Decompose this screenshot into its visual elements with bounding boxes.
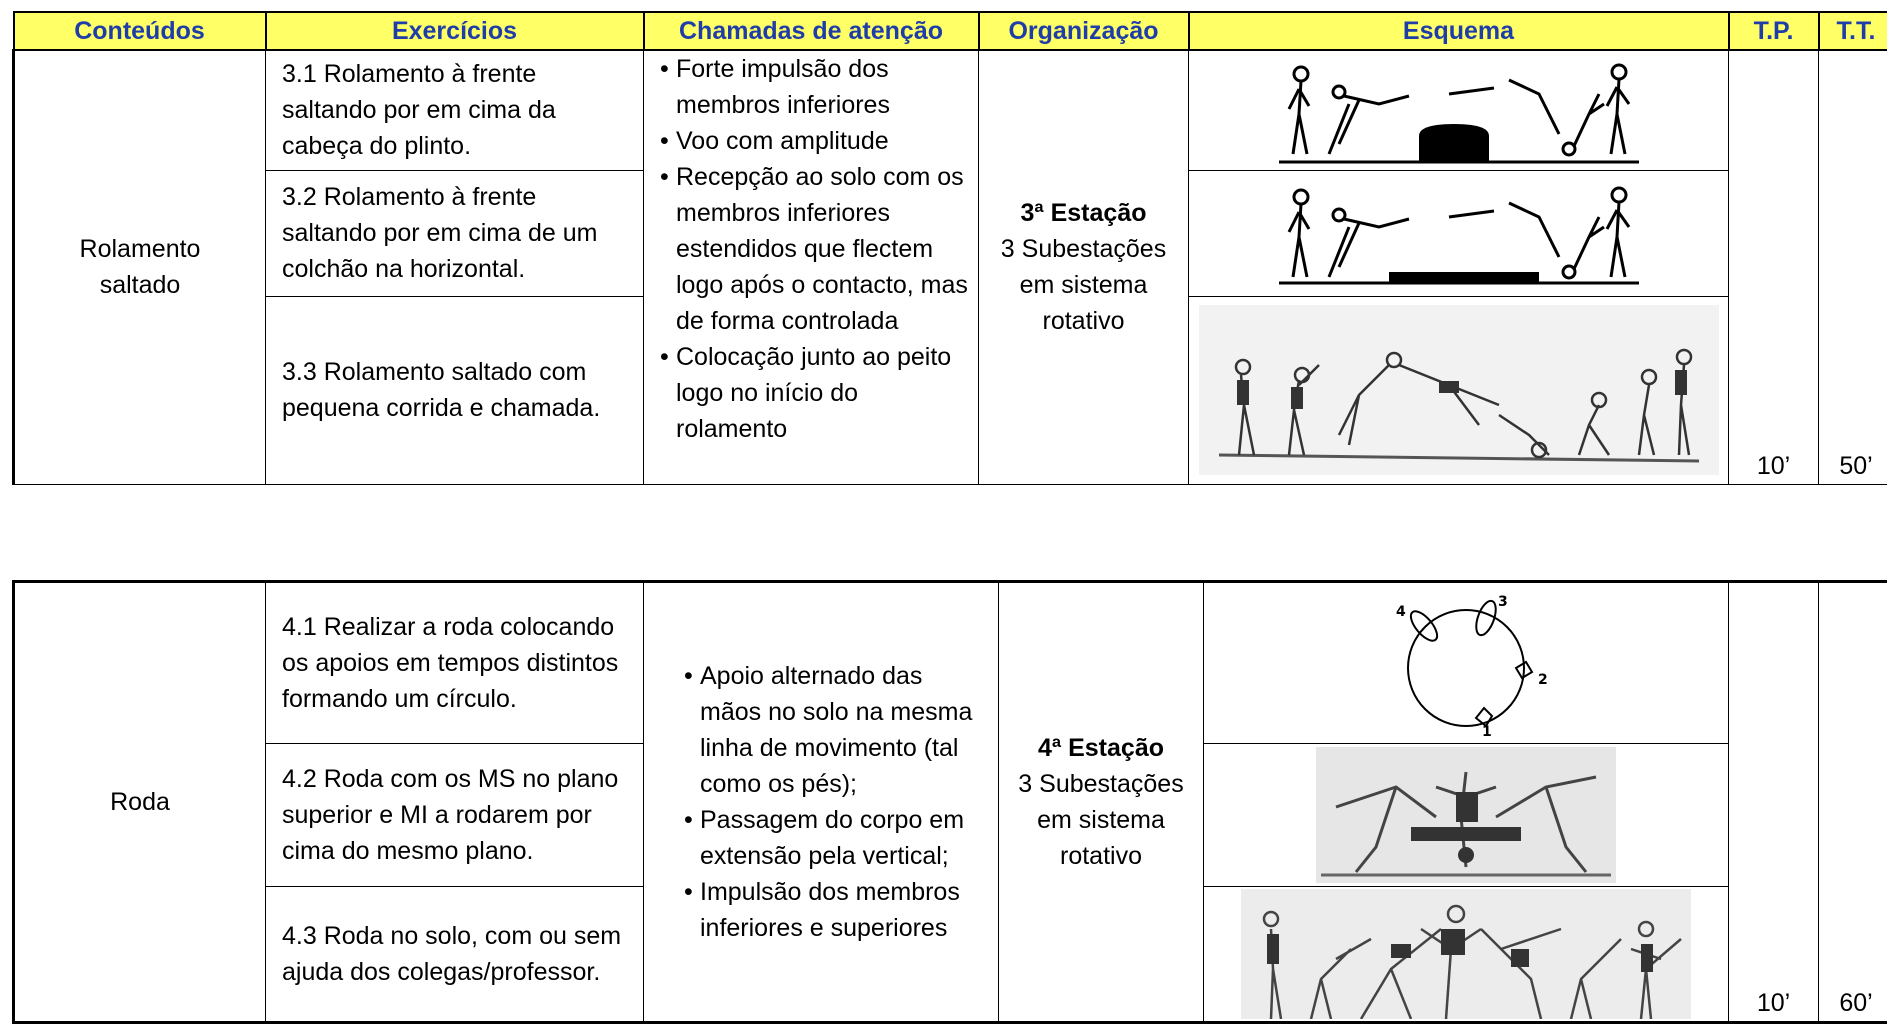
chamadas-cell: Forte impulsão dos membros inferiores Vo… bbox=[643, 49, 979, 485]
header-row: Conteúdos Exercícios Chamadas de atenção… bbox=[12, 11, 1887, 51]
header-organizacao: Organização bbox=[977, 11, 1190, 51]
esquema-4-3 bbox=[1203, 886, 1729, 1024]
header-tt: T.T. bbox=[1817, 11, 1887, 51]
conteudo-cell: Rolamento saltado bbox=[12, 49, 266, 485]
circle-supports-diagram: 4 3 2 1 bbox=[1396, 594, 1548, 738]
organizacao-cell: 4ª Estação 3 Subestações em sistema rota… bbox=[998, 580, 1204, 1024]
chamada-item: Apoio alternado das mãos no solo na mesm… bbox=[684, 658, 988, 802]
exercise-4-1: 4.1 Realizar a roda colocando os apoios … bbox=[265, 580, 644, 744]
header-conteudos: Conteúdos bbox=[12, 11, 267, 51]
mat-roll-illustration bbox=[1278, 186, 1639, 285]
organizacao-cell: 3ª Estação 3 Subestações em sistema rota… bbox=[978, 49, 1189, 485]
chamada-item: Passagem do corpo em extensão pela verti… bbox=[684, 802, 988, 874]
chamada-item: Voo com amplitude bbox=[660, 123, 968, 159]
tt-cell: 50’ bbox=[1818, 49, 1887, 485]
exercise-3-1: 3.1 Rolamento à frente saltando por em c… bbox=[265, 49, 644, 171]
tt-cell: 60’ bbox=[1818, 580, 1887, 1024]
esquema-3-3 bbox=[1188, 295, 1729, 485]
tp-cell: 10’ bbox=[1728, 49, 1819, 485]
floor-cartwheel-sequence-illustration bbox=[1241, 889, 1691, 1019]
tp-cell: 10’ bbox=[1728, 580, 1819, 1024]
lesson-table-1: Conteúdos Exercícios Chamadas de atenção… bbox=[12, 11, 1887, 485]
organizacao-title: 4ª Estação bbox=[1038, 734, 1164, 762]
header-chamadas: Chamadas de atenção bbox=[642, 11, 980, 51]
esquema-3-1 bbox=[1188, 49, 1729, 171]
exercise-4-3: 4.3 Roda no solo, com ou sem ajuda dos c… bbox=[265, 886, 644, 1024]
circle-label: 3 bbox=[1498, 594, 1508, 610]
circle-label: 2 bbox=[1538, 672, 1548, 688]
chamada-item: Impulsão dos membros inferiores e superi… bbox=[684, 874, 988, 946]
exercise-3-3: 3.3 Rolamento saltado com pequena corrid… bbox=[265, 295, 644, 485]
exercise-3-2: 3.2 Rolamento à frente saltando por em c… bbox=[265, 169, 644, 297]
organizacao-title: 3ª Estação bbox=[1020, 199, 1147, 228]
header-exercicios: Exercícios bbox=[264, 11, 645, 51]
esquema-3-2 bbox=[1188, 169, 1729, 297]
chamada-item: Colocação junto ao peito logo no início … bbox=[660, 339, 968, 447]
header-esquema: Esquema bbox=[1187, 11, 1730, 51]
running-roll-sequence-illustration bbox=[1198, 305, 1719, 475]
chamada-item: Recepção ao solo com os membros inferior… bbox=[660, 159, 968, 339]
circle-label: 1 bbox=[1482, 724, 1492, 738]
conteudo-cell: Roda bbox=[12, 580, 266, 1024]
circle-label: 4 bbox=[1396, 604, 1406, 620]
cartwheel-plane-illustration bbox=[1316, 747, 1616, 883]
chamadas-cell: Apoio alternado das mãos no solo na mesm… bbox=[643, 580, 999, 1024]
exercise-4-2: 4.2 Roda com os MS no plano superior e M… bbox=[265, 743, 644, 887]
chamada-item: Forte impulsão dos membros inferiores bbox=[660, 51, 968, 123]
organizacao-text: 3 Subestações em sistema rotativo bbox=[1018, 770, 1184, 870]
esquema-4-1: 4 3 2 1 bbox=[1203, 580, 1729, 744]
header-tp: T.P. bbox=[1727, 11, 1820, 51]
esquema-4-2 bbox=[1203, 743, 1729, 887]
lesson-table-2: Roda 4.1 Realizar a roda colocando os ap… bbox=[12, 580, 1887, 1024]
organizacao-text: 3 Subestações em sistema rotativo bbox=[1000, 235, 1167, 336]
plinth-roll-illustration bbox=[1278, 63, 1639, 164]
